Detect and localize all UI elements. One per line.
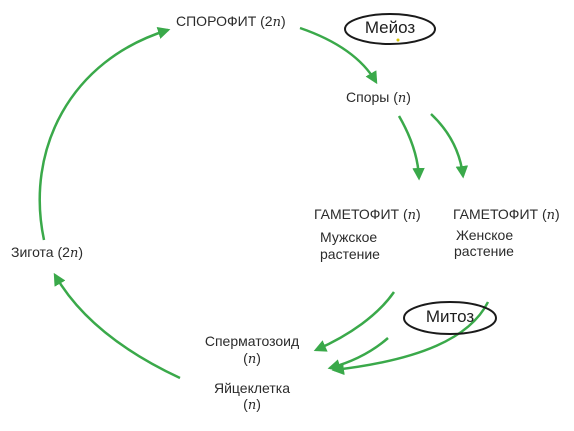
- gametophyte-female-label: ГАМЕТОФИТ (n): [453, 206, 560, 223]
- sperm-label: Сперматозоид: [204, 333, 300, 349]
- arrow-female-to-egg: [331, 301, 490, 376]
- meiosis-oval: [344, 13, 436, 45]
- mitosis-label: Митоз: [425, 307, 475, 326]
- meiosis-label: Мейоз: [364, 18, 416, 37]
- gametophyte-male-label: ГАМЕТОФИТ (n): [314, 206, 421, 223]
- arrow-gametes-to-zygote: [53, 272, 181, 380]
- male-plant-line2: растение: [320, 246, 380, 262]
- sperm-ploidy: (n): [243, 350, 261, 367]
- male-plant-line1: Мужское: [320, 229, 378, 245]
- spores-label: Споры (n): [346, 89, 411, 106]
- mitosis-oval: [403, 301, 497, 335]
- female-plant-line1: Женское: [456, 227, 514, 243]
- sporophyte-label: СПОРОФИТ (2n): [176, 13, 286, 30]
- female-plant-line2: растение: [454, 243, 514, 259]
- egg-ploidy: (n): [243, 396, 261, 413]
- arrow-sporophyte-to-spores: [299, 26, 378, 85]
- arrow-male-to-sperm: [313, 291, 396, 352]
- arrow-zygote-to-sporophyte: [38, 26, 171, 241]
- egg-label: Яйцеклетка: [214, 380, 290, 396]
- arrow-spores-to-female: [430, 113, 469, 179]
- zygote-label: Зигота (2n): [11, 244, 83, 261]
- arrow-spores-to-male: [397, 115, 425, 181]
